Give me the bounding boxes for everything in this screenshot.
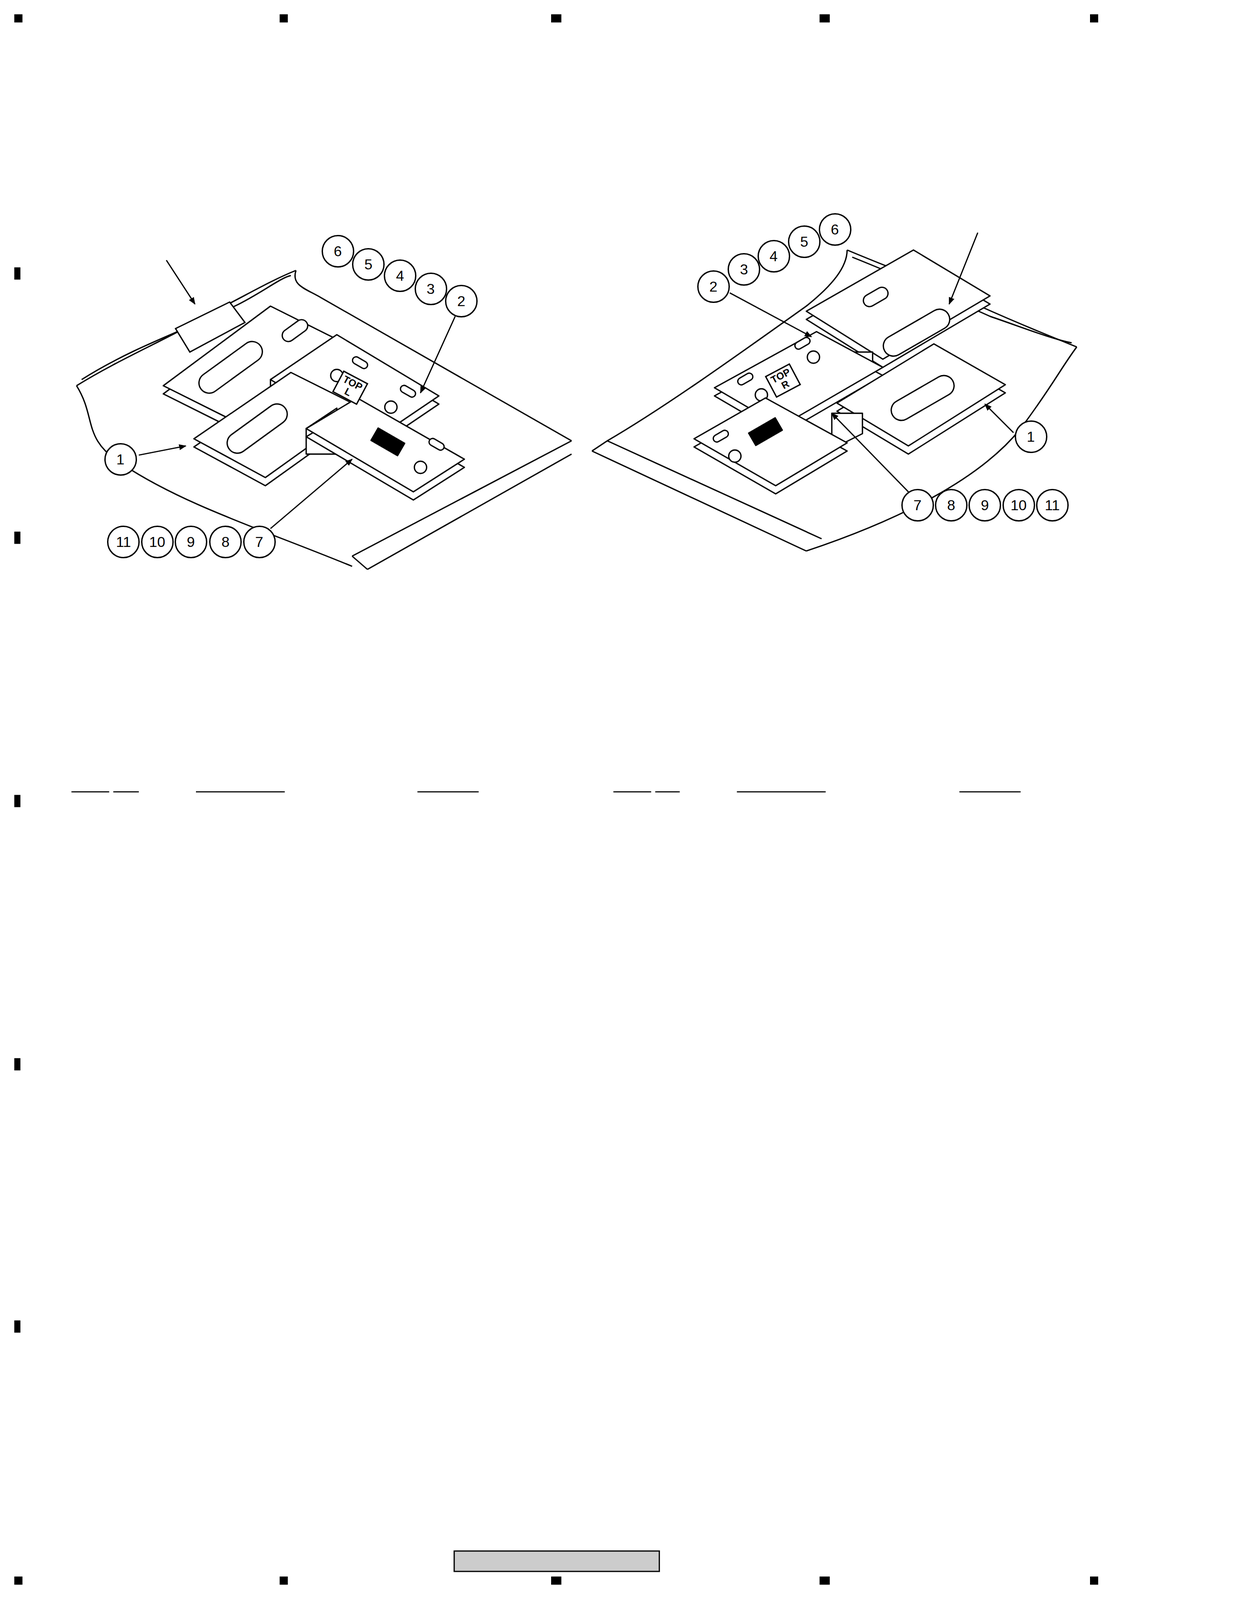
callout-circle: 9 xyxy=(174,525,208,559)
callout-circle: 11 xyxy=(1036,488,1069,522)
callout-number: 2 xyxy=(457,293,466,309)
callout-circle: 9 xyxy=(968,488,1002,522)
callout-circle: 2 xyxy=(697,270,730,304)
callout-number: 7 xyxy=(255,534,264,550)
callout-number: 5 xyxy=(800,234,809,250)
callout-number: 1 xyxy=(1026,429,1036,445)
callout-number: 9 xyxy=(980,498,989,513)
callout-circle: 4 xyxy=(757,239,791,273)
callout-circle: 8 xyxy=(209,525,242,559)
callout-circle: 4 xyxy=(383,259,417,293)
callout-circle: 6 xyxy=(321,234,355,268)
callout-circle: 5 xyxy=(787,225,821,259)
callout-number: 4 xyxy=(396,268,405,284)
callout-number: 9 xyxy=(186,534,196,550)
callout-number: 3 xyxy=(426,281,436,297)
callout-number: 6 xyxy=(831,222,840,237)
callout-circle: 5 xyxy=(352,248,385,281)
callout-number: 8 xyxy=(221,534,230,550)
callout-circle: 3 xyxy=(414,272,448,306)
callout-number: 4 xyxy=(769,249,778,264)
callout-circle: 10 xyxy=(1002,488,1036,522)
callout-circle: 1 xyxy=(1014,420,1048,454)
callout-circle: 1 xyxy=(104,443,137,476)
callout-number: 5 xyxy=(364,257,373,272)
callout-circle: 6 xyxy=(818,213,852,246)
callout-number: 10 xyxy=(1010,498,1027,513)
callout-number: 1 xyxy=(116,452,125,467)
callout-circle: 8 xyxy=(934,488,968,522)
callout-number: 8 xyxy=(947,498,956,513)
callout-number: 7 xyxy=(913,498,922,513)
callout-circle: 11 xyxy=(107,525,140,559)
callout-number: 11 xyxy=(116,534,132,550)
callout-circle: 10 xyxy=(141,525,174,559)
callout-circle: 7 xyxy=(243,525,276,559)
callout-number: 10 xyxy=(149,534,166,550)
callout-number: 3 xyxy=(739,262,749,277)
callout-circle: 3 xyxy=(727,253,761,286)
callout-number: 6 xyxy=(333,244,343,259)
callout-number: 2 xyxy=(709,279,718,294)
callout-circle: 7 xyxy=(901,488,934,522)
callout-circle: 2 xyxy=(444,284,478,318)
callout-number: 11 xyxy=(1044,498,1060,513)
